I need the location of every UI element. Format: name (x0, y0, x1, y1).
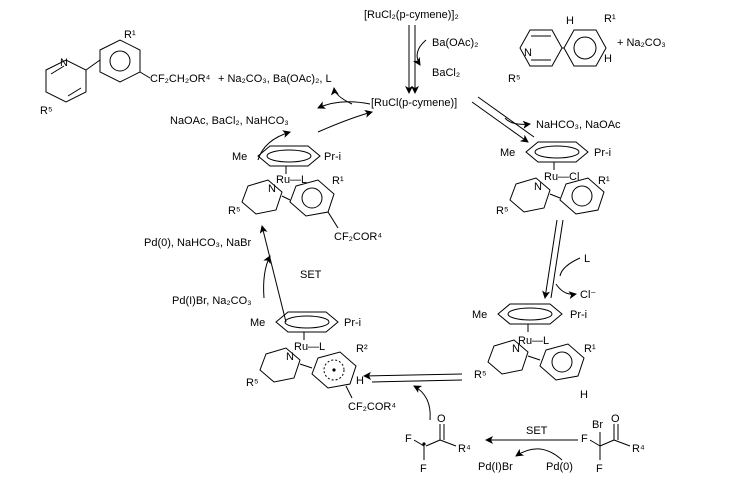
substrate-h-top: H (566, 15, 574, 27)
product-n: N (60, 57, 68, 69)
bromide-f-bottom: F (596, 463, 603, 475)
activation-byproduct-label: BaCl₂ (432, 67, 460, 79)
r1-r: R¹ (584, 343, 596, 355)
pd1br-label: Pd(I)Br (478, 461, 513, 473)
r5-tr: R⁵ (496, 205, 509, 217)
cycle-arrows: NaOAc, BaCl₂, NaHCO₃ NaHCO₃, NaOAc L Cl⁻… (144, 87, 621, 421)
set-label-lower: SET (526, 425, 548, 437)
ch-activation-byproducts-label: NaHCO₃, NaOAc (536, 119, 621, 131)
cymene-ipr-r: Pr-i (570, 309, 587, 321)
ligand-in-label: L (584, 253, 590, 265)
radical-addition-arrow-b (371, 379, 463, 383)
active-catalyst-label: [RuCl(p-cymene)] (371, 97, 457, 109)
substrate-r1: R¹ (604, 13, 616, 25)
product-cf2ch2or4: CF₂CH₂OR⁴ (150, 73, 211, 85)
ch-activation-byproduct-arrow (504, 117, 531, 129)
cymene-me-tl: Me (232, 151, 247, 163)
bromide-o: O (611, 413, 620, 425)
h-r: H (580, 389, 588, 401)
substrate-2-arylpyridine: N H H R¹ R⁵ + Na₂CO₃ (508, 13, 666, 85)
chloride-out-arrow (555, 283, 577, 300)
r5-bl: R⁵ (246, 377, 259, 389)
r1-tl: R¹ (332, 175, 344, 187)
pd-oxidation-side-label: Pd(I)Br, Na₂CO₃ (172, 295, 252, 307)
ch-activation-arrow-a (471, 101, 529, 143)
cf2cor4-tl: CF₂COR⁴ (334, 231, 382, 243)
cymene-me-tr: Me (500, 147, 515, 159)
ru-complex-bottom-left: Me Pr-i Ru—L N R² R⁵ H CF₂COR⁴ (246, 311, 396, 413)
cymene-ipr-tl: Pr-i (324, 151, 341, 163)
recycle-arrow (317, 109, 373, 133)
substrate-h-right: H (604, 53, 612, 65)
pd-oxidation-side-arrow (263, 255, 271, 299)
pd0-label: Pd(0) (546, 461, 573, 473)
bromide-br: Br (592, 419, 603, 431)
product-r5: R⁵ (40, 105, 53, 117)
activation-reagent-arrow (412, 39, 427, 66)
precatalyst-activation: [RuCl₂(p-cymene)]₂ Ba(OAc)₂ BaCl₂ [RuCl(… (364, 9, 478, 109)
n-tl: N (268, 183, 276, 195)
bromide-f-left: F (581, 433, 588, 445)
substrate-r5: R⁵ (508, 73, 521, 85)
cymene-me-r: Me (472, 309, 487, 321)
n-r: N (512, 343, 520, 355)
ligand-exchange-arrow-a (542, 219, 558, 299)
cymene-ipr-tr: Pr-i (594, 147, 611, 159)
ch-activation-arrow-b (477, 96, 535, 138)
bromide-r4: R⁴ (632, 443, 645, 455)
ru-complex-top-left: Me Pr-i Ru—L N R¹ R⁵ CF₂COR⁴ (228, 145, 382, 243)
r5-tl: R⁵ (228, 205, 241, 217)
ru-complex-top-right: Me Pr-i Ru—Cl N R¹ R⁵ (496, 141, 611, 217)
r5-r: R⁵ (474, 369, 487, 381)
radical-f-bottom: F (420, 463, 427, 475)
h-bl: H (356, 375, 364, 387)
radical-generation: O R⁴ F F SET Pd(I)Br Pd(0) O R⁴ Br F F (405, 413, 645, 475)
r2-bl: R² (356, 343, 368, 355)
activation-reagent-label: Ba(OAc)₂ (432, 37, 478, 49)
product-release-arrow (317, 101, 371, 109)
product-r1: R¹ (124, 29, 136, 41)
r1-tr: R¹ (598, 175, 610, 187)
product-byproducts: + Na₂CO₃, Ba(OAc)₂, L (218, 73, 332, 85)
n-tr: N (534, 181, 542, 193)
set-label-upper: SET (300, 269, 322, 281)
pd0-to-pd1-arrow (515, 448, 563, 461)
radical-carbon-dot (422, 442, 426, 446)
chloride-out-label: Cl⁻ (580, 289, 596, 301)
radical-addition-arrow-a (363, 371, 463, 380)
precatalyst-dimer-label: [RuCl₂(p-cymene)]₂ (364, 9, 459, 21)
cymene-me-bl: Me (250, 317, 265, 329)
cf2cor4-bl: CF₂COR⁴ (348, 401, 396, 413)
cymene-ipr-bl: Pr-i (344, 317, 361, 329)
n-bl: N (286, 351, 294, 363)
substrate-plus-base: + Na₂CO₃ (617, 37, 666, 49)
radical-dot (332, 368, 336, 372)
ru-l-r: Ru—L (518, 335, 549, 347)
radical-feed-arrow (413, 385, 431, 421)
ligand-in-arrow (559, 257, 581, 277)
ru-complex-right: Me Pr-i Ru—L N R¹ R⁵ H (472, 303, 596, 401)
radical-f-left: F (405, 433, 412, 445)
ru-l-tl: Ru—L (276, 174, 307, 186)
set-oxidation-arrow (259, 225, 287, 323)
ru-cl-tr: Ru—Cl (544, 171, 579, 183)
pd-reduction-side-label: Pd(0), NaHCO₃, NaBr (144, 237, 252, 249)
product-difluoroalkyl: N R¹ R⁵ CF₂CH₂OR⁴ + Na₂CO₃, Ba(OAc)₂, L (40, 29, 332, 117)
product-byproduct-arrow (330, 87, 353, 105)
radical-o: O (437, 413, 446, 425)
ru-l-bl: Ru—L (294, 341, 325, 353)
recycle-byproducts-label: NaOAc, BaCl₂, NaHCO₃ (170, 115, 289, 127)
substrate-n: N (524, 47, 532, 59)
ligand-exchange-arrow-b (550, 219, 564, 299)
radical-r4: R⁴ (458, 443, 471, 455)
